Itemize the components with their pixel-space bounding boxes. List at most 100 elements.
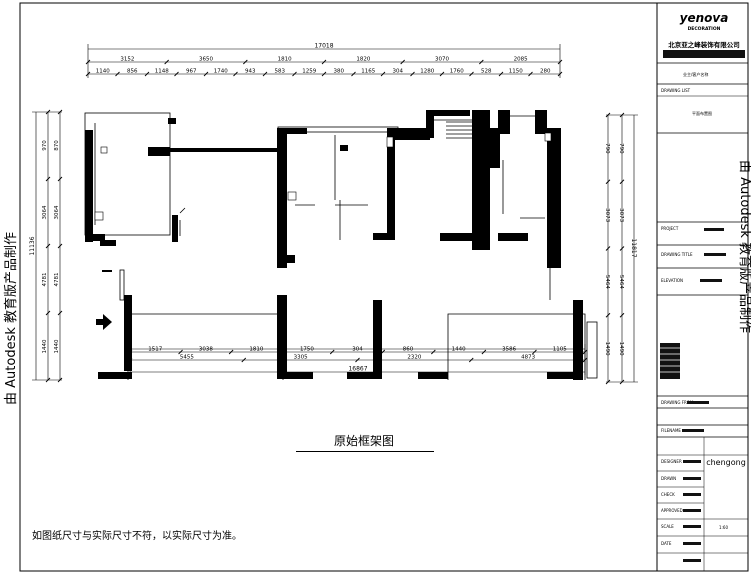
dim-tick	[174, 71, 179, 77]
dim-tick	[582, 349, 588, 355]
dim-label: 943	[245, 69, 256, 75]
dim-label: 1740	[214, 69, 228, 75]
dim-tick	[605, 246, 611, 251]
dim-tick	[605, 379, 611, 385]
dim-label: 5455	[180, 355, 194, 361]
dim-label: 4873	[521, 355, 535, 361]
dim-tick	[262, 71, 268, 77]
brand-subtitle: DECORATION	[688, 26, 721, 32]
dim-tick	[351, 71, 356, 77]
dim-label: 5464	[604, 275, 610, 289]
dim-tick	[532, 349, 537, 355]
project-label: PROJECT	[661, 226, 679, 231]
approved-label: APPROVED	[661, 508, 683, 513]
dim-label: 860	[403, 347, 414, 353]
drawing-list-value: 平面布置图	[692, 110, 712, 116]
dim-tick	[45, 176, 51, 182]
dim-label: 2085	[514, 57, 528, 63]
dim-total-bottom: 16867	[348, 366, 367, 373]
dim-label: 1820	[356, 57, 370, 63]
dim-tick	[57, 310, 63, 316]
dim-tick	[243, 59, 248, 65]
walls	[85, 110, 583, 380]
dim-tick	[431, 349, 436, 355]
dim-tick	[241, 357, 247, 363]
dim-tick	[400, 59, 405, 65]
dim-label: 1105	[553, 347, 567, 353]
dim-tick	[605, 112, 611, 118]
scale-value: 1:60	[719, 525, 728, 530]
dim-label: 1490	[618, 342, 624, 356]
drawing-caption: 原始框架图	[333, 434, 394, 448]
dim-label: 4781	[42, 273, 48, 287]
dim-tick	[557, 71, 563, 77]
dim-tick	[321, 71, 327, 77]
dim-label: 1440	[452, 347, 466, 353]
dim-tick	[479, 59, 484, 65]
dim-label: 3038	[199, 347, 213, 353]
dim-tick	[410, 71, 415, 77]
dim-tick	[45, 310, 51, 316]
designer-label: DESIGNER	[661, 459, 682, 464]
dim-tick	[115, 71, 120, 77]
dim-label: 280	[540, 69, 551, 75]
dim-label: 1140	[96, 69, 110, 75]
dim-tick	[468, 357, 474, 363]
stair-hatch	[446, 121, 472, 139]
dim-label: 967	[186, 69, 197, 75]
dim-label: 3650	[199, 57, 213, 63]
dim-total-top: 17018	[314, 43, 333, 50]
dim-tick	[45, 109, 51, 115]
dim-label: 304	[352, 347, 363, 353]
file-name-label: FILENAME	[661, 428, 681, 433]
dim-tick	[469, 71, 474, 77]
dim-label: 1280	[420, 69, 434, 75]
dim-tick	[279, 349, 284, 355]
dim-label: 790	[604, 143, 610, 154]
dim-tick	[605, 179, 611, 185]
dim-tick	[85, 71, 91, 77]
title-block: yenova DECORATION 北京亚之峰装饰有限公司 业主/客户名称 DR…	[656, 3, 751, 571]
dim-tick	[582, 357, 588, 363]
drawing-from-label: DRAWING FROM	[661, 400, 694, 405]
dim-label: 1490	[604, 342, 610, 356]
dim-label: 3305	[294, 355, 308, 361]
dim-tick	[619, 112, 625, 118]
dim-tick	[355, 357, 360, 363]
dim-tick	[45, 377, 51, 383]
dim-label: 970	[42, 140, 48, 151]
dim-tick	[85, 59, 91, 65]
dim-tick	[57, 243, 63, 249]
entrance-arrow-icon	[96, 314, 112, 330]
dim-label: 3070	[435, 57, 449, 63]
date-label: DATE	[661, 541, 672, 546]
scale-label: SCALE	[661, 524, 674, 529]
drawn-label: DRAWN	[661, 476, 676, 481]
dim-label: 1810	[278, 57, 292, 63]
dim-tick	[498, 71, 504, 77]
dim-tick	[57, 176, 63, 182]
dim-label: 2320	[407, 355, 421, 361]
dim-label: 3064	[42, 205, 48, 219]
dim-label: 1517	[148, 347, 162, 353]
dim-tick	[127, 357, 133, 363]
dim-label: 3586	[502, 347, 516, 353]
dim-tick	[380, 349, 386, 355]
drawing-list-label: DRAWING LIST	[661, 88, 691, 93]
company-name: 北京亚之峰装饰有限公司	[668, 40, 740, 49]
dim-label: 3152	[120, 57, 134, 63]
dim-label: 790	[618, 143, 624, 154]
dim-label: 583	[275, 69, 286, 75]
dim-tick	[439, 71, 445, 77]
dim-label: 5464	[618, 275, 624, 289]
dimension-note: 如图纸尺寸与实际尺寸不符，以实际尺寸为准。	[32, 531, 242, 542]
dim-label: 1148	[155, 69, 169, 75]
dim-label: 304	[393, 69, 404, 75]
dim-total-left: 11136	[29, 236, 36, 255]
dim-label: 1760	[450, 69, 464, 75]
dim-label: 380	[334, 69, 345, 75]
dim-tick	[329, 349, 335, 355]
fixtures	[94, 132, 552, 221]
dim-ticks	[45, 59, 625, 385]
